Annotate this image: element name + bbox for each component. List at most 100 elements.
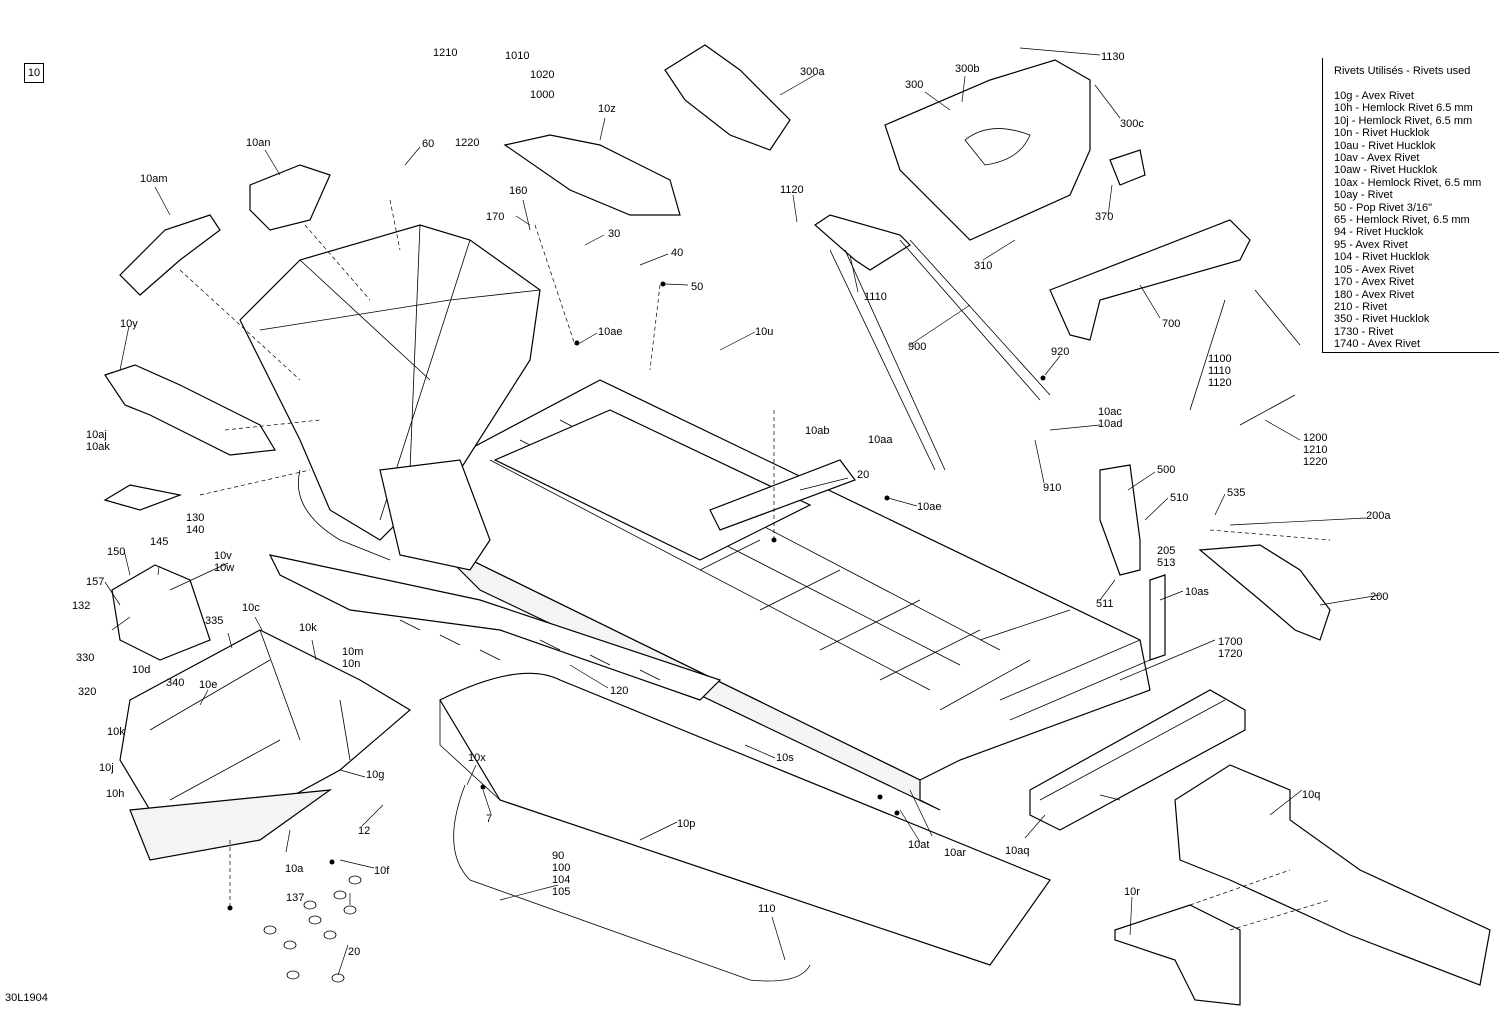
callout-110: 110 — [758, 903, 776, 915]
callout-900: 900 — [908, 341, 927, 353]
callout-160: 160 — [509, 185, 528, 197]
callout-1220: 1220 — [455, 137, 480, 149]
callout-90: 90 100 104 105 — [552, 850, 571, 898]
callout-7: 7 — [486, 813, 493, 825]
callout-300b: 300b — [955, 63, 980, 75]
callout-10d: 10d — [132, 664, 151, 676]
callout-10ae-2: 10ae — [917, 501, 942, 513]
callout-10m: 10m 10n — [342, 646, 364, 670]
legend-title: Rivets Utilisés - Rivets used — [1334, 65, 1471, 77]
callout-205: 205 513 — [1157, 545, 1176, 569]
callout-910: 910 — [1043, 482, 1062, 494]
rear-suspension — [1099, 464, 1331, 661]
callout-10p: 10p — [677, 818, 696, 830]
callout-130: 130 140 — [186, 512, 205, 536]
callout-157: 157 — [86, 576, 105, 588]
callout-1000: 1000 — [530, 89, 555, 101]
callout-500: 500 — [1157, 464, 1176, 476]
callout-10r: 10r — [1124, 886, 1140, 898]
callout-10v: 10v 10w — [214, 550, 235, 574]
callout-330: 330 — [76, 652, 95, 664]
callout-10s: 10s — [776, 752, 794, 764]
section-tag: 10 — [24, 63, 44, 83]
legend-item: 210 - Rivet — [1334, 300, 1388, 313]
legend-item: 10au - Rivet Hucklok — [1334, 139, 1436, 152]
callout-1130: 1130 — [1101, 51, 1125, 63]
callout-20-b: 20 — [348, 946, 361, 958]
callout-920: 920 — [1051, 346, 1070, 358]
callout-137: 137 — [286, 892, 305, 904]
legend-item: 170 - Avex Rivet — [1334, 276, 1414, 289]
legend-item: 180 - Avex Rivet — [1334, 288, 1414, 301]
callout-10h: 10h — [106, 788, 125, 800]
callout-1120: 1120 — [780, 184, 804, 196]
legend-item: 65 - Hemlock Rivet, 6.5 mm — [1334, 214, 1470, 227]
callout-10ae: 10ae — [598, 326, 623, 338]
callout-10z: 10z — [598, 103, 616, 115]
tunnel-brace — [503, 134, 681, 216]
callout-60: 60 — [422, 138, 435, 150]
callout-10y: 10y — [120, 318, 138, 330]
legend-item: 104 - Rivet Hucklok — [1334, 251, 1430, 264]
rear-bumper-plate — [1114, 764, 1491, 1006]
rear-arch-tube — [814, 214, 1051, 471]
callout-320: 320 — [78, 686, 97, 698]
callout-120: 120 — [610, 685, 629, 697]
legend-item: 10av - Avex Rivet — [1334, 152, 1420, 165]
callout-200a: 200a — [1366, 510, 1391, 522]
tunnel-cover — [439, 672, 1051, 966]
callout-10ar: 10ar — [944, 847, 967, 859]
legend-item: 95 - Avex Rivet — [1334, 238, 1408, 251]
legend-item: 10h - Hemlock Rivet 6.5 mm — [1334, 102, 1473, 115]
callout-170: 170 — [486, 211, 505, 223]
upper-a-frame — [1049, 219, 1251, 341]
callout-40: 40 — [671, 247, 684, 259]
legend-item: 50 - Pop Rivet 3/16" — [1334, 201, 1433, 214]
callout-10g: 10g — [366, 769, 385, 781]
cable — [453, 784, 811, 982]
front-suspension-bracket — [119, 629, 412, 861]
leader-lines — [104, 47, 1381, 976]
running-board — [268, 554, 722, 701]
callout-10c: 10c — [242, 602, 260, 614]
legend-item: 105 - Avex Rivet — [1334, 263, 1414, 276]
callout-1200: 1200 1210 1220 — [1303, 432, 1328, 468]
callout-510: 510 — [1170, 492, 1189, 504]
callout-10e: 10e — [199, 679, 218, 691]
upper-seat-frame — [884, 59, 1146, 241]
callout-10k-2: 10k — [107, 726, 125, 738]
callout-511: 511 — [1096, 598, 1114, 610]
callout-20: 20 — [857, 469, 870, 481]
steering-support — [664, 44, 791, 151]
legend-item: 10aw - Rivet Hucklok — [1334, 164, 1438, 177]
callout-10as: 10as — [1185, 586, 1209, 598]
rear-rail — [1029, 689, 1246, 831]
callout-10x: 10x — [468, 752, 486, 764]
callout-10q: 10q — [1302, 789, 1321, 801]
legend-item: 10ax - Hemlock Rivet, 6.5 mm — [1334, 176, 1482, 189]
callout-30: 30 — [608, 228, 621, 240]
callout-340: 340 — [166, 677, 185, 689]
callout-10k: 10k — [299, 622, 317, 634]
legend-item: 1730 - Rivet — [1334, 325, 1394, 338]
legend-item: 350 - Rivet Hucklok — [1334, 313, 1430, 326]
callout-300c: 300c — [1120, 118, 1144, 130]
rivet-washers — [263, 875, 362, 983]
callout-12: 12 — [358, 825, 371, 837]
callout-1010: 1010 — [505, 50, 530, 62]
callout-1110: 1110 — [864, 291, 887, 303]
legend-item: 10n - Rivet Hucklok — [1334, 127, 1430, 140]
callout-132: 132 — [72, 600, 91, 612]
legend-item: 10ay - Rivet — [1334, 189, 1393, 202]
callout-10at: 10at — [908, 839, 930, 851]
rivet-legend: Rivets Utilisés - Rivets used 10g - Avex… — [1322, 58, 1499, 353]
callout-10f: 10f — [374, 865, 390, 877]
legend-item: 1740 - Avex Rivet — [1334, 338, 1421, 351]
callout-700: 700 — [1162, 318, 1181, 330]
callout-200: 200 — [1370, 591, 1389, 603]
callout-1700: 1700 1720 — [1218, 636, 1243, 660]
callout-335: 335 — [205, 615, 224, 627]
callout-10aa: 10aa — [868, 434, 893, 446]
callout-10ac: 10ac 10ad — [1098, 406, 1123, 430]
